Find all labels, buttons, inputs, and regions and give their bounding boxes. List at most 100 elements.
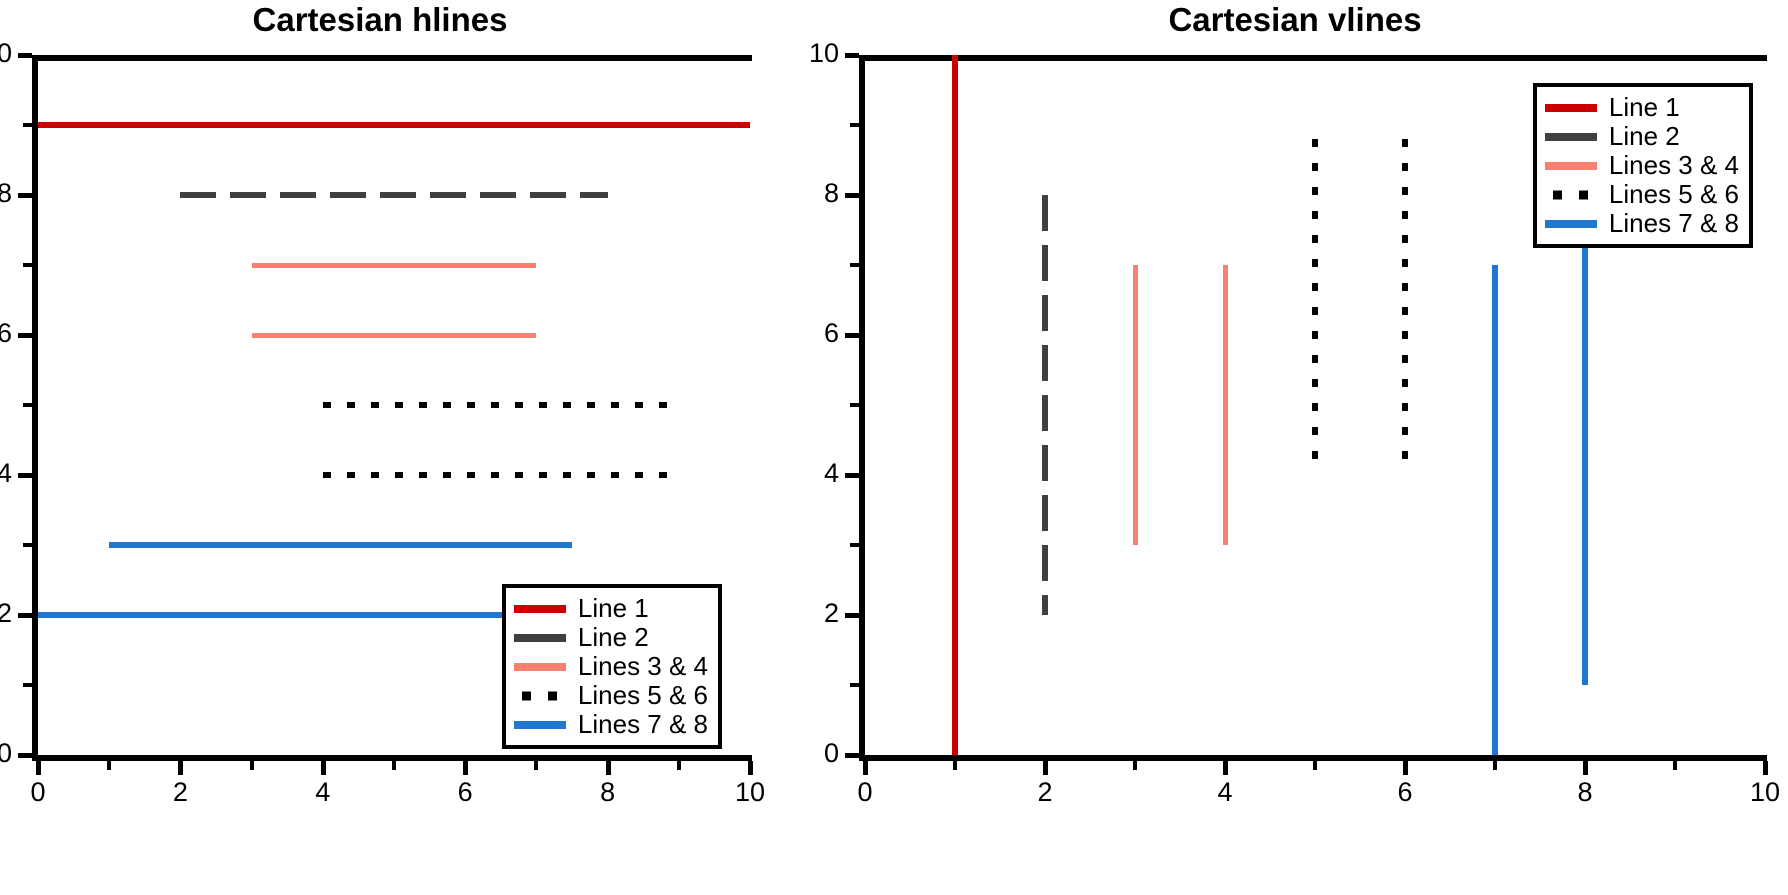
x-axis-tick-label: 0 (857, 777, 873, 807)
y-axis-tick-minor (850, 123, 859, 127)
y-axis-tick-minor (23, 263, 32, 267)
legend-item-label: Lines 7 & 8 (1608, 208, 1739, 238)
data-line-horizontal (322, 402, 672, 408)
y-axis-tick-major (18, 333, 32, 338)
x-axis-tick-major (463, 761, 469, 775)
x-axis-tick-major (320, 761, 326, 775)
data-line-vertical (1132, 265, 1138, 545)
y-axis-tick-minor (23, 123, 32, 127)
x-axis-tick-major (605, 761, 611, 775)
x-axis-tick-minor (107, 761, 112, 770)
data-line-horizontal (38, 122, 750, 128)
data-line-horizontal (251, 262, 537, 268)
y-axis-spine (859, 55, 865, 761)
y-axis-tick-label: 6 (0, 318, 12, 348)
legend-swatch-line-icon (513, 714, 566, 736)
y-axis-tick-label: 4 (0, 458, 12, 488)
x-axis-tick-major (178, 761, 184, 775)
x-axis-tick-label: 6 (457, 777, 473, 807)
x-axis-tick-label: 2 (1037, 777, 1053, 807)
y-axis-tick-major (18, 53, 32, 58)
y-axis-spine (32, 55, 38, 761)
y-axis-tick-major (18, 473, 32, 478)
y-axis-tick-label: 10 (808, 38, 839, 68)
x-axis-tick-minor (249, 761, 254, 770)
x-axis-tick-major (863, 761, 868, 775)
data-line-vertical (1582, 230, 1588, 685)
x-axis-tick-label: 6 (1397, 777, 1413, 807)
x-axis-spine (32, 755, 752, 761)
x-axis-tick-major (748, 761, 753, 775)
data-line-vertical (1402, 139, 1408, 475)
x-axis-tick-major (1043, 761, 1048, 775)
y-axis-tick-minor (850, 403, 859, 407)
legend-item-label: Line 1 (1608, 92, 1680, 122)
x-axis-tick-minor (1493, 761, 1497, 770)
y-axis-tick-major (845, 613, 859, 618)
y-axis-tick-major (18, 753, 32, 758)
legend-item-label: Line 2 (1608, 121, 1680, 151)
legend-swatch-line-icon (1544, 213, 1597, 235)
legend-item-label: Line 1 (577, 593, 649, 623)
data-line-vertical (1312, 139, 1318, 475)
data-line-horizontal (180, 192, 608, 198)
legend-item-label: Lines 7 & 8 (577, 709, 708, 739)
legend-item[interactable]: Lines 7 & 8 (1544, 208, 1739, 238)
y-axis-tick-minor (850, 683, 859, 687)
data-line-vertical (1222, 265, 1228, 545)
legend-item[interactable]: Line 2 (1544, 121, 1739, 151)
x-axis-tick-major (1403, 761, 1408, 775)
y-axis-tick-minor (850, 543, 859, 547)
legend-swatch-line-icon (513, 598, 566, 620)
y-axis-tick-major (845, 53, 859, 58)
y-axis-tick-label: 8 (0, 178, 12, 208)
legend-item[interactable]: Lines 7 & 8 (513, 709, 708, 739)
x-axis-spine (859, 755, 1767, 761)
x-axis-tick-label: 8 (600, 777, 616, 807)
legend-item[interactable]: Lines 5 & 6 (514, 681, 708, 710)
legend-item[interactable]: Line 1 (1544, 92, 1739, 122)
top-frame-line (859, 55, 1767, 61)
page-title-hlines: Cartesian hlines (252, 1, 508, 38)
y-axis-tick-major (845, 333, 859, 338)
legend-item-label: Lines 3 & 4 (1608, 150, 1739, 180)
legend-swatch-line-icon (1544, 155, 1597, 177)
legend-item[interactable]: Line 2 (513, 622, 708, 652)
y-axis-tick-minor (23, 543, 32, 547)
legend-swatch-line-icon (513, 627, 566, 649)
data-line-horizontal (322, 472, 672, 478)
x-axis-tick-label: 2 (172, 777, 188, 807)
data-line-horizontal (38, 612, 537, 618)
y-axis-tick-major (18, 193, 32, 198)
x-axis-tick-label: 0 (30, 777, 46, 807)
y-axis-tick-minor (23, 403, 32, 407)
x-axis-tick-major (1223, 761, 1228, 775)
legend-item-label: Line 2 (577, 622, 649, 652)
y-axis-tick-major (18, 613, 32, 618)
x-axis-tick-minor (1673, 761, 1677, 770)
y-axis-tick-major (845, 473, 859, 478)
data-line-vertical (952, 55, 958, 755)
legend-item-label: Lines 5 & 6 (577, 680, 708, 710)
y-axis-tick-label: 10 (0, 38, 12, 68)
x-axis-tick-minor (1313, 761, 1317, 770)
y-axis-tick-label: 0 (823, 738, 839, 768)
legend-swatch-line-icon (1544, 126, 1597, 148)
legend-swatch-dotted-icon (514, 685, 566, 707)
x-axis-tick-label: 10 (734, 777, 766, 807)
legend-item[interactable]: Lines 3 & 4 (513, 651, 708, 681)
legend-item[interactable]: Line 1 (513, 593, 708, 623)
legend-item-label: Lines 3 & 4 (577, 651, 708, 681)
x-axis-tick-minor (953, 761, 957, 770)
legend-item[interactable]: Lines 5 & 6 (1545, 180, 1739, 209)
y-axis-tick-label: 2 (823, 598, 839, 628)
x-axis-tick-minor (534, 761, 539, 770)
legend-item[interactable]: Lines 3 & 4 (1544, 150, 1739, 180)
y-axis-tick-major (845, 753, 859, 758)
y-axis-tick-label: 6 (823, 318, 839, 348)
